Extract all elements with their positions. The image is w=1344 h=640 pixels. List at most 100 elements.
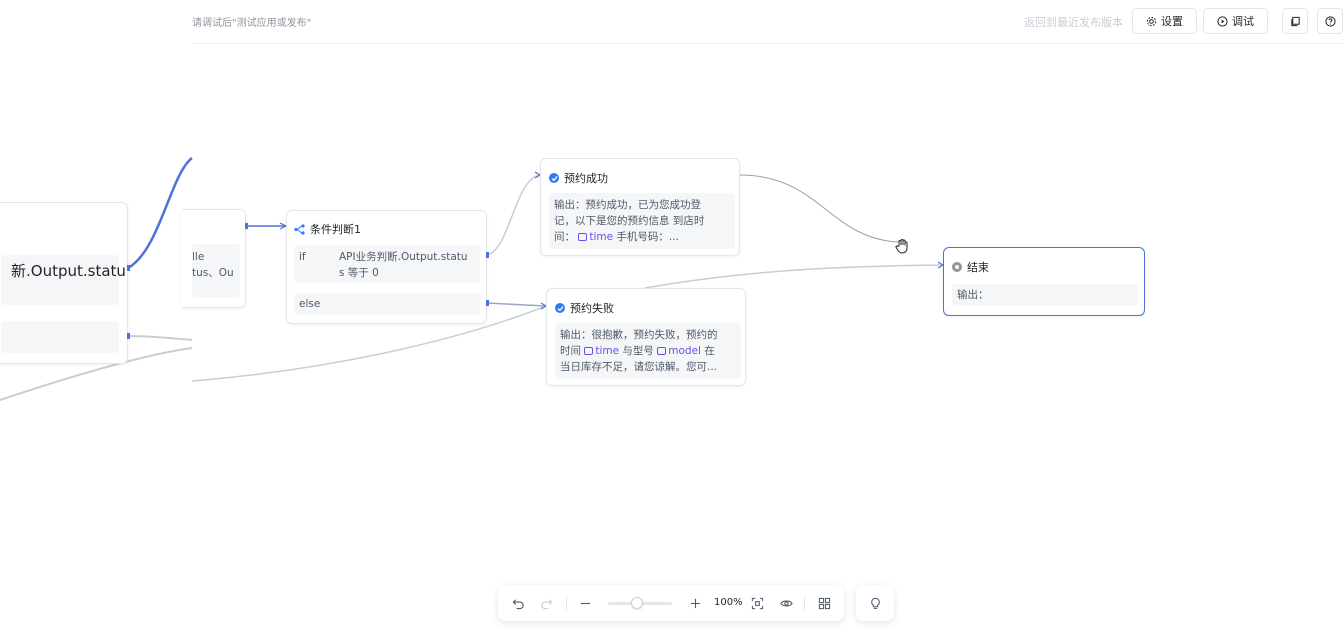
variable-chip-time-label: time xyxy=(595,345,620,357)
partial-middle-line2: tus、Ou xyxy=(192,267,234,279)
variable-icon xyxy=(584,347,594,355)
status-hint: 请调试后"测试应用或发布" xyxy=(192,18,312,29)
settings-button[interactable]: 设置 xyxy=(1132,8,1197,34)
fail-node-output: 输出：很抱歉，预约失败，预约的 时间 time 与型号 model 在 当日库存… xyxy=(555,323,741,379)
fail-node[interactable]: 预约失败 输出：很抱歉，预约失败，预约的 时间 time 与型号 model 在… xyxy=(546,288,746,386)
fail-line2: 时间 time 与型号 model 在 xyxy=(560,343,715,359)
condition-node-title-text: 条件判断1 xyxy=(310,223,361,236)
settings-button-label: 设置 xyxy=(1161,15,1183,28)
condition-node[interactable]: 条件判断1 if API业务判断.Output.statu s 等于 0 els… xyxy=(286,210,487,324)
port-condition-else[interactable] xyxy=(486,300,489,306)
variable-chip-time-label: time xyxy=(589,231,614,243)
top-bar: 请调试后"测试应用或发布" 返回到最近发布版本 设置 调试 xyxy=(192,0,1344,44)
success-line2: 记，以下是您的预约信息 到店时 xyxy=(554,215,705,227)
eye-icon xyxy=(779,600,793,606)
check-icon xyxy=(555,303,565,313)
variable-icon xyxy=(578,233,588,241)
condition-if-row[interactable]: if API业务判断.Output.statu s 等于 0 xyxy=(294,245,480,283)
left-cover xyxy=(0,0,192,44)
lightbulb-icon xyxy=(870,597,880,609)
success-line3-suffix: 手机号码：... xyxy=(616,231,679,243)
variable-chip-time: time xyxy=(584,345,619,357)
end-node-title-text: 结束 xyxy=(967,261,989,274)
fail-line2-mid: 与型号 xyxy=(622,345,654,357)
debug-button-label: 调试 xyxy=(1232,15,1254,28)
gear-icon xyxy=(1146,16,1157,26)
help-icon xyxy=(1324,15,1336,27)
end-output-label: 输出： xyxy=(957,289,989,301)
success-node-title: 预约成功 xyxy=(549,170,608,186)
success-node-output: 输出：预约成功，已为您成功登 记，以下是您的预约信息 到店时 间： time 手… xyxy=(549,193,735,249)
fail-line2-prefix: 时间 xyxy=(560,345,581,357)
redo-button[interactable] xyxy=(538,595,554,611)
partial-node-text: 新.Output.statu xyxy=(11,262,126,280)
zoom-level-label: 100% xyxy=(714,597,743,608)
minus-icon xyxy=(580,602,590,604)
zoom-out-button[interactable] xyxy=(577,595,593,611)
return-to-published-link[interactable]: 返回到最近发布版本 xyxy=(1024,16,1123,29)
variable-chip-model-label: model xyxy=(668,345,701,357)
port-left-b[interactable] xyxy=(127,333,130,339)
hand-cursor-icon xyxy=(895,239,908,254)
stop-icon xyxy=(952,262,962,272)
fail-line1: 输出：很抱歉，预约失败，预约的 xyxy=(560,329,718,341)
fail-node-title: 预约失败 xyxy=(555,300,614,316)
condition-else-label: else xyxy=(299,298,321,310)
zoom-slider-thumb[interactable] xyxy=(631,597,643,609)
grid-icon xyxy=(818,597,830,609)
success-line3-prefix: 间： xyxy=(554,231,575,243)
copy-icon xyxy=(1290,16,1300,26)
partial-middle-line1: lle xyxy=(192,251,205,263)
toolbar-divider xyxy=(566,596,567,610)
redo-icon xyxy=(540,598,552,609)
partial-node-field-2 xyxy=(1,321,119,353)
condition-node-title: 条件判断1 xyxy=(294,221,361,237)
check-icon xyxy=(549,173,559,183)
success-node-title-text: 预约成功 xyxy=(564,172,608,185)
edge-if-success xyxy=(486,174,541,256)
debug-button[interactable]: 调试 xyxy=(1203,8,1268,34)
variable-chip-model: model xyxy=(657,345,701,357)
partial-node-api[interactable]: 新.Output.statu xyxy=(0,202,128,364)
canvas-toolbar: 100% xyxy=(498,585,844,621)
success-line1: 输出：预约成功，已为您成功登 xyxy=(554,199,701,211)
copy-button[interactable] xyxy=(1282,8,1308,34)
port-condition-if[interactable] xyxy=(486,252,489,258)
partial-node-middle-field: lle tus、Ou xyxy=(192,244,240,298)
variable-chip-time: time xyxy=(578,231,613,243)
play-icon xyxy=(1217,15,1228,27)
undo-button[interactable] xyxy=(510,595,526,611)
plus-icon xyxy=(690,598,700,608)
edge-fail-end xyxy=(644,264,944,289)
fail-node-title-text: 预约失败 xyxy=(570,302,614,315)
zoom-in-button[interactable] xyxy=(687,595,703,611)
partial-node-field: 新.Output.statu xyxy=(1,255,126,305)
fail-line2-suffix: 在 xyxy=(704,345,715,357)
success-line3: 间： time 手机号码：... xyxy=(554,229,679,245)
help-button[interactable] xyxy=(1317,8,1343,34)
toolbar-divider xyxy=(804,596,805,610)
condition-else-row[interactable]: else xyxy=(294,293,480,315)
undo-icon xyxy=(512,598,524,609)
preview-button[interactable] xyxy=(778,595,794,611)
edge-else-fail xyxy=(486,302,547,307)
condition-if-label: if xyxy=(299,251,306,263)
variable-icon xyxy=(657,347,667,355)
tips-button[interactable] xyxy=(856,585,894,621)
partial-node-middle[interactable]: lle tus、Ou xyxy=(182,209,246,308)
end-node[interactable]: 结束 输出： xyxy=(943,247,1145,316)
branch-icon xyxy=(294,223,305,235)
fit-view-button[interactable] xyxy=(749,595,765,611)
fail-line3: 当日库存不足，请您谅解。您可... xyxy=(560,361,718,373)
edge-left-mid xyxy=(127,335,193,341)
end-node-title: 结束 xyxy=(952,259,989,275)
condition-if-expr-line1: API业务判断.Output.statu xyxy=(339,251,468,263)
port-left-a[interactable] xyxy=(127,265,130,271)
condition-if-expr-line2: s 等于 0 xyxy=(339,267,379,279)
layout-button[interactable] xyxy=(816,595,832,611)
edge-success-end xyxy=(739,174,901,243)
port-middle-out[interactable] xyxy=(245,223,248,229)
success-node[interactable]: 预约成功 输出：预约成功，已为您成功登 记，以下是您的预约信息 到店时 间： t… xyxy=(540,158,740,256)
end-node-output: 输出： xyxy=(952,284,1138,306)
